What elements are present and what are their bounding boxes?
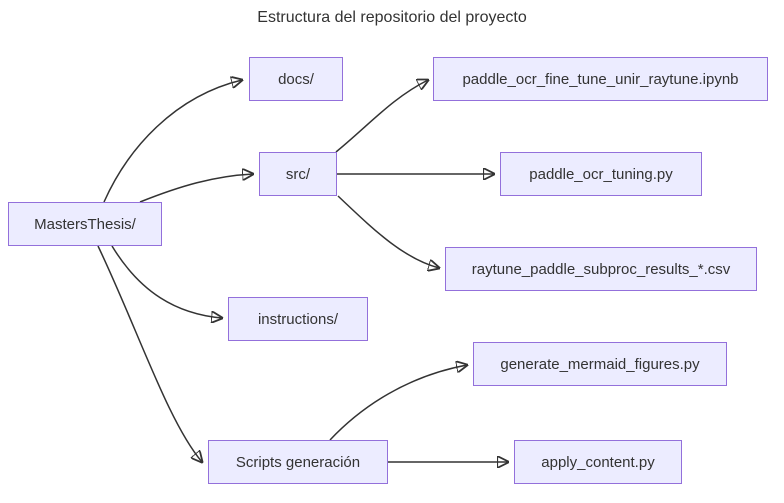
- node-instructions[interactable]: instructions/: [228, 297, 368, 341]
- node-label: instructions/: [257, 310, 339, 328]
- node-label: src/: [285, 165, 311, 183]
- edge-root-scripts: [97, 245, 202, 462]
- edge-root-instructions: [111, 245, 222, 318]
- node-label: raytune_paddle_subproc_results_*.csv: [471, 260, 731, 278]
- node-label: Scripts generación: [235, 453, 361, 471]
- node-label: paddle_ocr_fine_tune_unir_raytune.ipynb: [462, 70, 739, 88]
- edge-root-docs: [103, 80, 242, 203]
- node-paddle-ocr-fine-tune-notebook[interactable]: paddle_ocr_fine_tune_unir_raytune.ipynb: [433, 57, 768, 101]
- edge-src-csv: [337, 195, 439, 268]
- node-paddle-ocr-tuning-script[interactable]: paddle_ocr_tuning.py: [500, 152, 702, 196]
- node-scripts-generacion[interactable]: Scripts generación: [208, 440, 388, 484]
- node-generate-mermaid-figures-script[interactable]: generate_mermaid_figures.py: [473, 342, 727, 386]
- node-label: generate_mermaid_figures.py: [500, 355, 700, 373]
- node-src[interactable]: src/: [259, 152, 337, 196]
- node-raytune-results-csv[interactable]: raytune_paddle_subproc_results_*.csv: [445, 247, 757, 291]
- diagram-title: Estructura del repositorio del proyecto: [257, 9, 527, 26]
- edge-root-src: [139, 174, 253, 203]
- node-apply-content-script[interactable]: apply_content.py: [514, 440, 682, 484]
- node-docs[interactable]: docs/: [249, 57, 343, 101]
- node-label: docs/: [278, 70, 314, 88]
- node-label: MastersThesis/: [34, 215, 136, 233]
- edge-scripts-generate: [329, 365, 467, 441]
- node-label: apply_content.py: [541, 453, 655, 471]
- edge-src-ipynb: [335, 80, 428, 153]
- node-label: paddle_ocr_tuning.py: [529, 165, 673, 183]
- node-mastersthesis[interactable]: MastersThesis/: [8, 202, 162, 246]
